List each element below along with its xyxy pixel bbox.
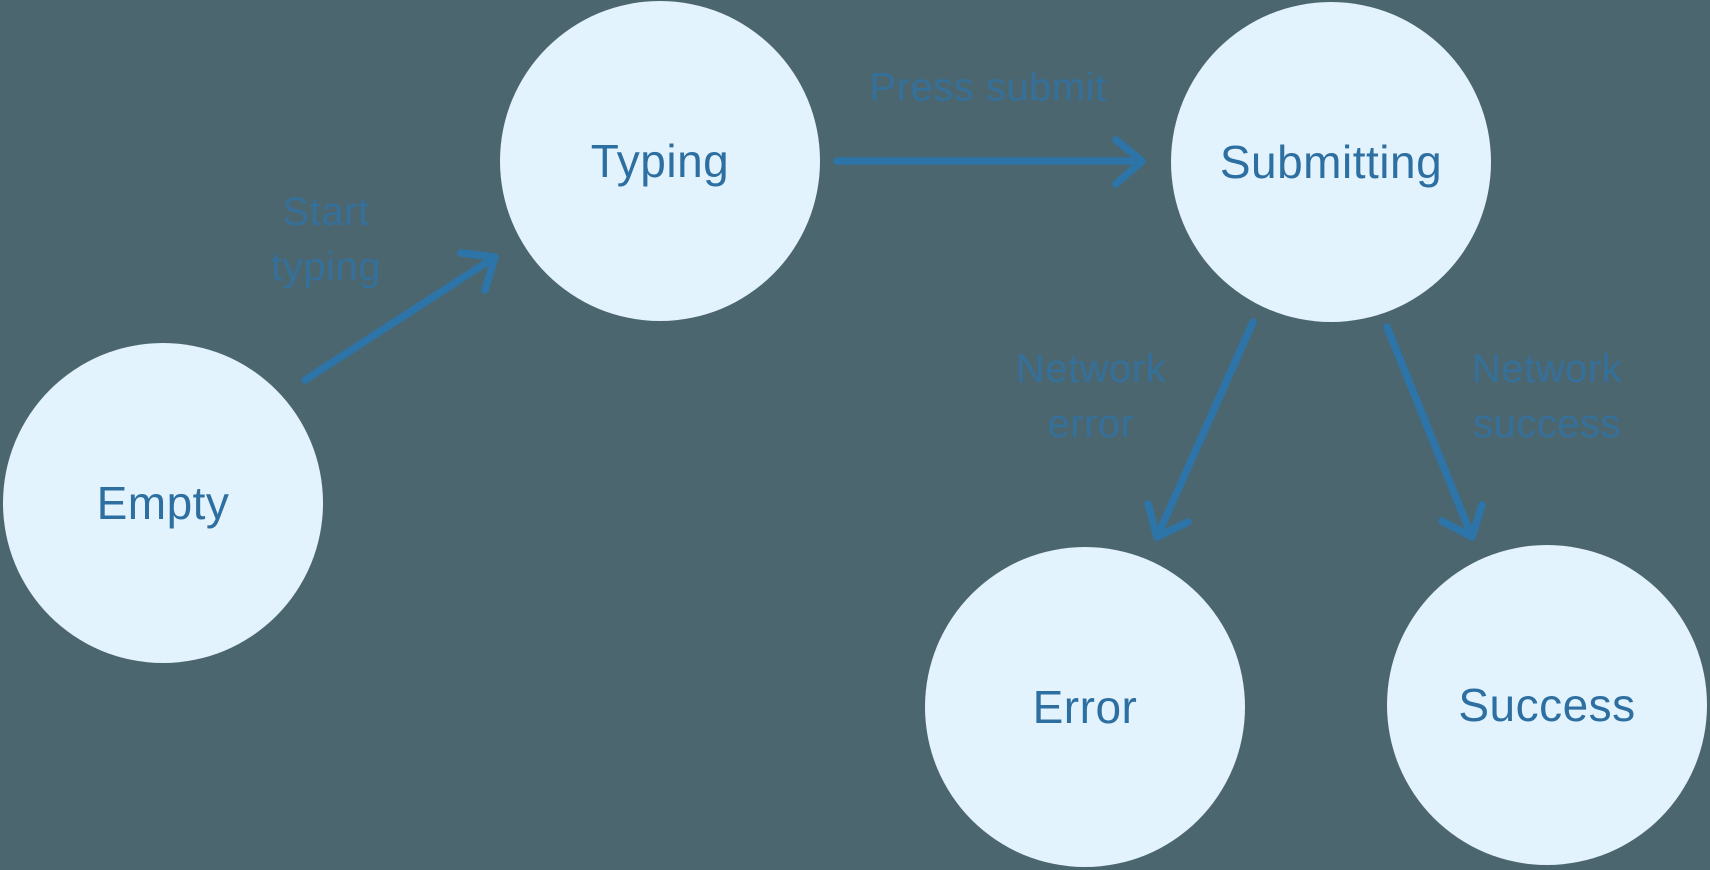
state-node-label: Success — [1458, 679, 1636, 731]
state-node-error: Error — [925, 547, 1245, 867]
state-node-typing: Typing — [500, 1, 820, 321]
transition-label-network-error: Network error — [1015, 347, 1167, 446]
state-node-label: Submitting — [1219, 136, 1443, 188]
transition-label-press-submit: Press submit — [869, 65, 1107, 110]
arrow-submitting-to-success — [1383, 323, 1486, 541]
state-node-label: Empty — [96, 477, 230, 529]
state-node-empty: Empty — [3, 343, 323, 663]
arrow-typing-to-submitting — [833, 136, 1146, 188]
transition-label-start-typing: Start typing — [271, 190, 381, 289]
state-node-success: Success — [1387, 545, 1707, 865]
state-node-submitting: Submitting — [1171, 2, 1491, 322]
state-node-label: Typing — [590, 135, 730, 187]
state-node-label: Error — [1032, 681, 1138, 733]
transition-label-network-success: Network success — [1471, 347, 1623, 446]
